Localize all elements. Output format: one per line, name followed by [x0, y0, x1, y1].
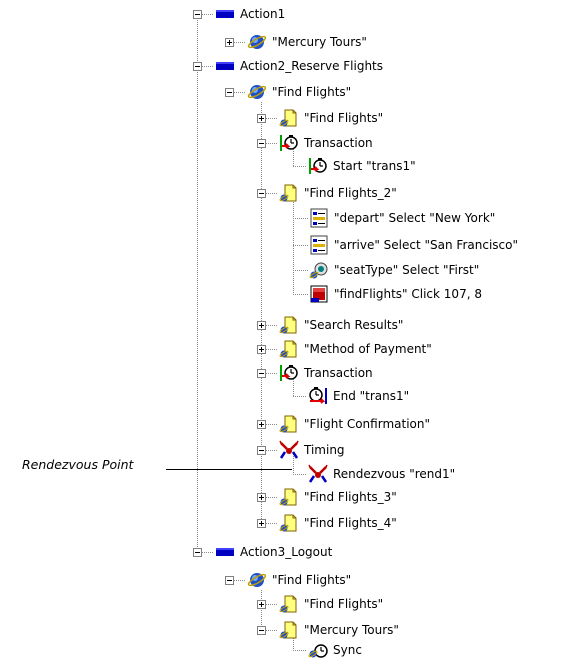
tree-node-label: "Find Flights"	[304, 111, 384, 125]
tree-node-label: Start "trans1"	[333, 159, 416, 173]
page-icon	[279, 315, 299, 335]
rendezvous-point-callout: Rendezvous Point	[22, 457, 134, 472]
tree-node-label: "Find Flights_4"	[304, 516, 397, 530]
list-select-icon	[309, 208, 329, 228]
tree-node-label: Timing	[304, 443, 345, 457]
collapse-button-find-flights-browser[interactable]	[225, 88, 234, 97]
action-icon	[215, 4, 235, 24]
image-click-icon	[309, 284, 329, 304]
browser-icon	[247, 570, 267, 590]
action-icon	[215, 56, 235, 76]
tree-node-label: "arrive" Select "San Francisco"	[334, 238, 518, 252]
tree-node-label: "findFlights" Click 107, 8	[334, 287, 482, 301]
tree-node-label: "Find Flights"	[272, 573, 352, 587]
tree-node-action3[interactable]: Action3_Logout	[215, 542, 332, 562]
action-icon	[215, 542, 235, 562]
timing-icon	[279, 440, 299, 460]
tree-node-find-flights-3[interactable]: "Find Flights_3"	[279, 487, 397, 507]
collapse-button-transaction-start[interactable]	[257, 139, 266, 148]
tree-node-seattype-select[interactable]: "seatType" Select "First"	[309, 260, 479, 280]
browser-icon	[247, 32, 267, 52]
collapse-button-action1[interactable]	[193, 10, 202, 19]
tree-node-label: "Find Flights_3"	[304, 490, 397, 504]
tree-node-label: "Find Flights"	[304, 597, 384, 611]
tree-node-label: Rendezvous "rend1"	[333, 467, 456, 481]
tree-node-find-flights-2[interactable]: "Find Flights_2"	[279, 183, 397, 203]
tree-node-end-trans1[interactable]: End "trans1"	[308, 386, 409, 406]
tree-node-start-trans1[interactable]: Start "trans1"	[308, 156, 416, 176]
page-icon	[279, 183, 299, 203]
collapse-button-find-flights-2[interactable]	[257, 189, 266, 198]
tree-node-arrive-select[interactable]: "arrive" Select "San Francisco"	[309, 235, 518, 255]
radio-select-icon	[309, 260, 329, 280]
expand-button-search-results[interactable]	[257, 321, 266, 330]
expand-button-flight-confirmation[interactable]	[257, 420, 266, 429]
tree-node-find-flights-browser-2[interactable]: "Find Flights"	[247, 570, 351, 590]
tree-node-action1[interactable]: Action1	[215, 4, 285, 24]
browser-icon	[247, 82, 267, 102]
expand-button-find-flights-3[interactable]	[257, 493, 266, 502]
expand-button-mercury-tours[interactable]	[225, 38, 234, 47]
tree-node-label: Action3_Logout	[240, 545, 333, 559]
tree-node-label: Action2_Reserve Flights	[240, 59, 384, 73]
tree-node-depart-select[interactable]: "depart" Select "New York"	[309, 208, 495, 228]
collapse-button-action2[interactable]	[193, 62, 202, 71]
page-icon	[279, 414, 299, 434]
collapse-button-timing[interactable]	[257, 446, 266, 455]
transaction-icon	[279, 133, 299, 153]
tree-node-label: End "trans1"	[333, 389, 410, 403]
tree-node-method-of-payment[interactable]: "Method of Payment"	[279, 339, 432, 359]
tree-node-label: "Flight Confirmation"	[304, 417, 430, 431]
tree-node-search-results[interactable]: "Search Results"	[279, 315, 403, 335]
page-icon	[279, 108, 299, 128]
tree-node-transaction-start[interactable]: Transaction	[279, 133, 373, 153]
expand-button-find-flights-4[interactable]	[257, 519, 266, 528]
tree-node-label: "Find Flights_2"	[304, 186, 397, 200]
expand-button-find-flights-page[interactable]	[257, 114, 266, 123]
tree-node-label: "Mercury Tours"	[304, 623, 399, 637]
collapse-button-transaction-end[interactable]	[257, 369, 266, 378]
tree-node-mercury-tours-page[interactable]: "Mercury Tours"	[279, 620, 399, 640]
tree-node-label: "Mercury Tours"	[272, 35, 367, 49]
tree-node-find-flights-4[interactable]: "Find Flights_4"	[279, 513, 397, 533]
tree-node-rendezvous-rend1[interactable]: Rendezvous "rend1"	[308, 464, 455, 484]
tree-node-timing[interactable]: Timing	[279, 440, 345, 460]
end-transaction-icon	[308, 386, 328, 406]
tree-node-flight-confirmation[interactable]: "Flight Confirmation"	[279, 414, 430, 434]
tree-node-label: "depart" Select "New York"	[334, 211, 496, 225]
tree-node-label: "Method of Payment"	[304, 342, 432, 356]
tree-node-sync[interactable]: Sync	[308, 640, 362, 660]
tree-node-label: "Find Flights"	[272, 85, 352, 99]
page-icon	[279, 620, 299, 640]
tree-node-action2[interactable]: Action2_Reserve Flights	[215, 56, 383, 76]
tree-node-label: Transaction	[304, 366, 373, 380]
sync-icon	[308, 640, 328, 660]
page-icon	[279, 339, 299, 359]
tree-node-mercury-tours[interactable]: "Mercury Tours"	[247, 32, 367, 52]
rendezvous-icon	[308, 464, 328, 484]
collapse-button-find-flights-browser-2[interactable]	[225, 576, 234, 585]
tree-node-find-flights-page-2[interactable]: "Find Flights"	[279, 594, 383, 614]
tree-node-find-flights-browser[interactable]: "Find Flights"	[247, 82, 351, 102]
expand-button-find-flights-page-2[interactable]	[257, 600, 266, 609]
tree-node-transaction-end[interactable]: Transaction	[279, 363, 373, 383]
tree-node-label: Action1	[240, 7, 286, 21]
tree-node-label: Sync	[333, 643, 362, 657]
page-icon	[279, 594, 299, 614]
list-select-icon	[309, 235, 329, 255]
transaction-icon	[279, 363, 299, 383]
expand-button-method-of-payment[interactable]	[257, 345, 266, 354]
tree-node-label: Transaction	[304, 136, 373, 150]
start-transaction-icon	[308, 156, 328, 176]
tree-node-find-flights-page[interactable]: "Find Flights"	[279, 108, 383, 128]
collapse-button-action3[interactable]	[193, 548, 202, 557]
page-icon	[279, 487, 299, 507]
page-icon	[279, 513, 299, 533]
tree-node-label: "Search Results"	[304, 318, 404, 332]
tree-node-findflights-click[interactable]: "findFlights" Click 107, 8	[309, 284, 482, 304]
collapse-button-mercury-tours-page[interactable]	[257, 626, 266, 635]
tree-node-label: "seatType" Select "First"	[334, 263, 480, 277]
